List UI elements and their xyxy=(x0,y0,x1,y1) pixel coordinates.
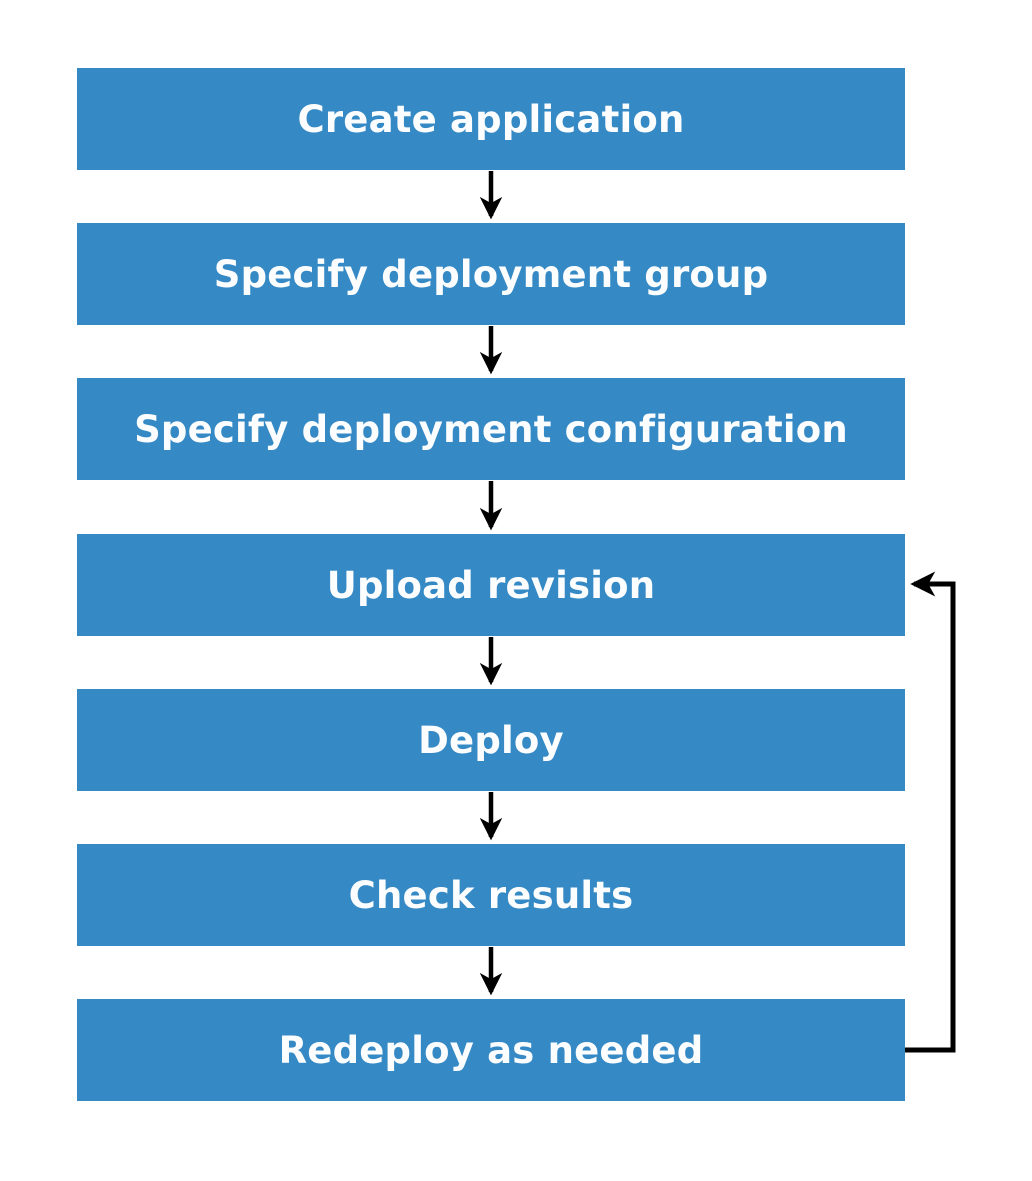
step-label: Deploy xyxy=(418,718,564,762)
step-label: Redeploy as needed xyxy=(278,1028,704,1072)
step-redeploy-as-needed: Redeploy as needed xyxy=(77,999,905,1101)
loop-arrow-redeploy-to-upload xyxy=(905,571,956,1053)
step-label: Create application xyxy=(297,97,685,141)
step-specify-deployment-configuration: Specify deployment configuration xyxy=(77,378,905,480)
step-specify-deployment-group: Specify deployment group xyxy=(77,223,905,325)
step-label: Specify deployment configuration xyxy=(134,407,848,451)
step-label: Upload revision xyxy=(326,563,656,607)
step-upload-revision: Upload revision xyxy=(77,534,905,636)
step-check-results: Check results xyxy=(77,844,905,946)
step-deploy: Deploy xyxy=(77,689,905,791)
step-create-application: Create application xyxy=(77,68,905,170)
step-label: Check results xyxy=(348,873,634,917)
step-label: Specify deployment group xyxy=(213,252,769,296)
